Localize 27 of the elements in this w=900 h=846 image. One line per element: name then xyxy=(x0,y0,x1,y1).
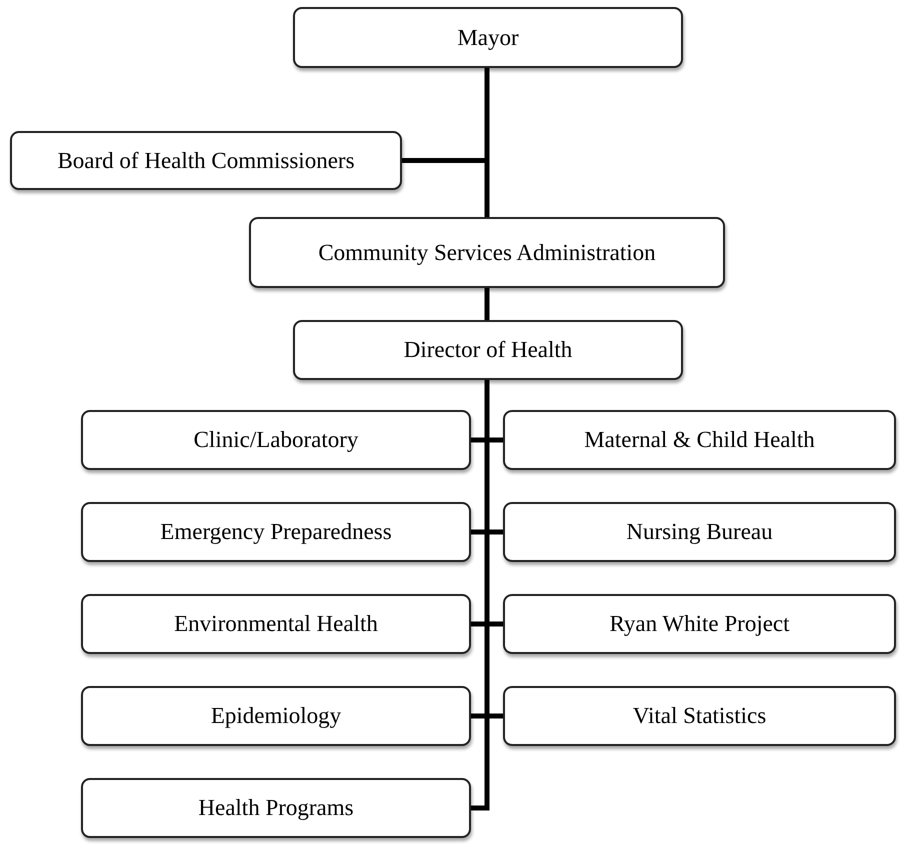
box-label: Director of Health xyxy=(404,337,572,363)
box-label: Emergency Preparedness xyxy=(160,519,392,545)
org-box xyxy=(503,410,896,470)
box-label: Community Services Administration xyxy=(318,240,656,266)
box-label: Clinic/Laboratory xyxy=(194,427,358,453)
box-label: Maternal & Child Health xyxy=(584,427,815,453)
org-box xyxy=(10,131,402,190)
box-label: Nursing Bureau xyxy=(626,519,773,545)
org-box xyxy=(81,594,471,654)
box-label: Mayor xyxy=(457,24,519,50)
org-box xyxy=(293,320,683,380)
org-box xyxy=(81,502,471,562)
org-box xyxy=(503,686,896,746)
box-label: Health Programs xyxy=(198,795,354,821)
org-box xyxy=(503,502,896,562)
org-box xyxy=(81,778,471,838)
box-label: Vital Statistics xyxy=(632,703,766,729)
org-box xyxy=(81,686,471,746)
org-box xyxy=(293,7,683,68)
box-label: Board of Health Commissioners xyxy=(57,148,355,174)
box-label: Ryan White Project xyxy=(609,611,790,637)
org-box xyxy=(249,217,725,288)
org-box xyxy=(503,594,896,654)
box-label: Environmental Health xyxy=(174,611,378,637)
box-label: Epidemiology xyxy=(210,703,342,729)
connector-line xyxy=(484,288,490,320)
org-box xyxy=(81,410,471,470)
